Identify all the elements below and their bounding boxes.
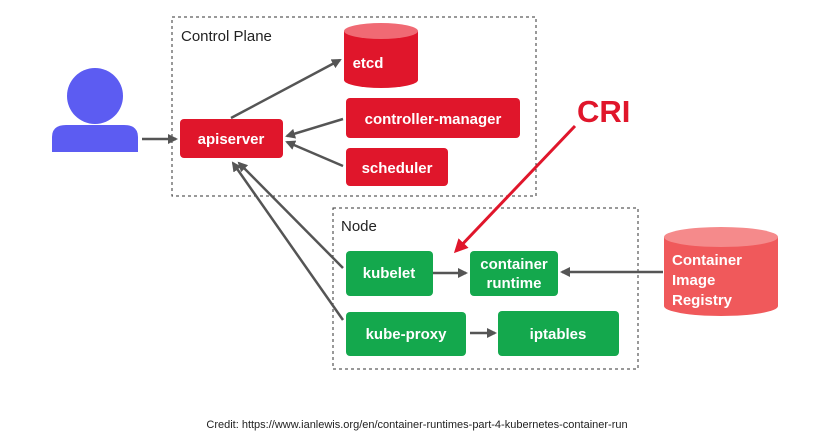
kube-proxy-box <box>346 312 466 356</box>
cri-label: CRI <box>577 94 630 129</box>
registry-label-line3: Registry <box>672 292 733 309</box>
container-image-registry-cylinder: Container Image Registry <box>664 227 778 316</box>
etcd-label: etcd <box>353 55 384 72</box>
apiserver-box <box>180 119 283 158</box>
kube-proxy-to-apiserver-arrow <box>231 161 345 321</box>
kubelet-label: kubelet <box>363 265 416 282</box>
etcd-cylinder: etcd <box>344 23 418 88</box>
kubelet-to-apiserver-arrow <box>237 161 344 269</box>
kubelet-box <box>346 251 433 296</box>
iptables-box <box>498 311 619 356</box>
control-plane-label: Control Plane <box>181 28 272 45</box>
container-runtime-label-line2: runtime <box>486 275 541 292</box>
node-label: Node <box>341 218 377 235</box>
container-runtime-box <box>470 251 558 296</box>
credit-text: Credit: https://www.ianlewis.org/en/cont… <box>206 419 627 431</box>
apiserver-label: apiserver <box>198 131 265 148</box>
container-runtime-label-line1: container <box>480 256 548 273</box>
kube-proxy-label: kube-proxy <box>366 326 448 343</box>
controller-manager-box <box>346 98 520 138</box>
scheduler-label: scheduler <box>362 160 433 177</box>
user-icon <box>52 68 138 152</box>
registry-label-line2: Image <box>672 272 715 289</box>
scheduler-box <box>346 148 448 186</box>
registry-label-line1: Container <box>672 252 742 269</box>
controller-manager-to-apiserver-arrow <box>285 117 344 139</box>
iptables-label: iptables <box>530 326 587 343</box>
scheduler-to-apiserver-arrow <box>285 140 344 168</box>
apiserver-to-etcd-arrow <box>230 58 342 120</box>
controller-manager-label: controller-manager <box>365 111 502 128</box>
control-plane-group <box>171 16 537 197</box>
node-group <box>332 207 639 370</box>
cri-arrow <box>453 124 577 254</box>
